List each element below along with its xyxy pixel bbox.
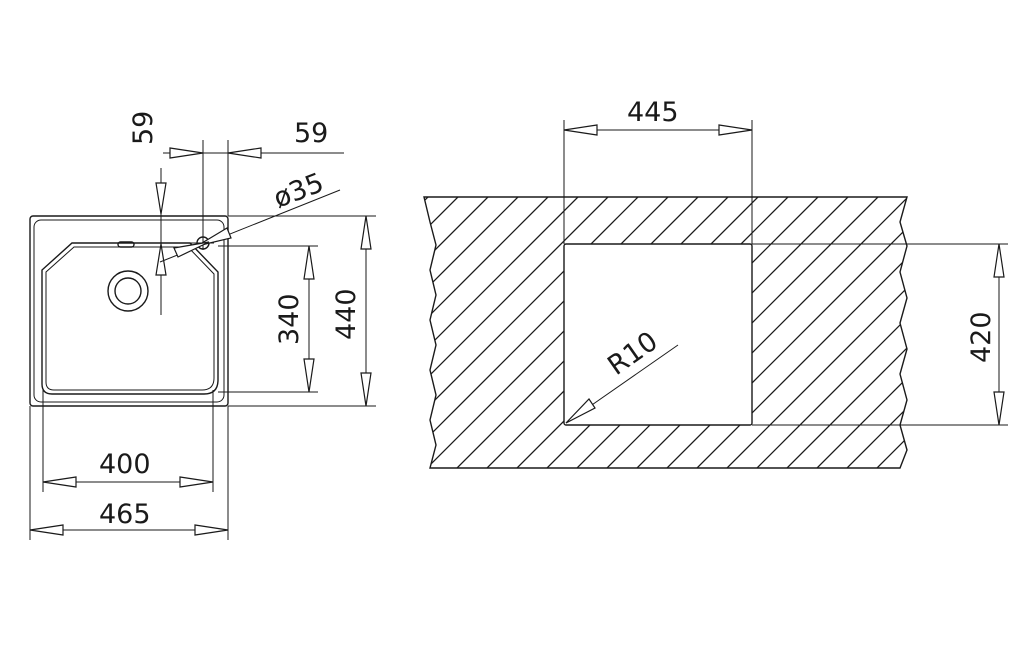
dim-cutout-depth-label: 420: [966, 311, 997, 363]
drain-outer-ring: [107, 270, 149, 312]
dim-340: 340: [218, 245, 318, 393]
dim-r10: R10: [565, 326, 679, 424]
sink-bowl-outline: [41, 242, 219, 395]
dim-465: 465: [29, 406, 229, 540]
arrow-59v-bottom: [155, 243, 167, 276]
arrow-440-bottom: [360, 372, 372, 407]
sink-rim-inner-edge: [33, 219, 225, 403]
arrow-420-top: [993, 243, 1005, 278]
dim-diameter-35: ø35: [159, 167, 341, 263]
sink-bowl-inner-outline: [45, 246, 215, 391]
arrow-340-bottom: [303, 358, 315, 393]
dim-440: 440: [228, 215, 376, 407]
drain-inner-ring: [114, 277, 142, 305]
countertop-hatching: [424, 197, 907, 468]
arrow-445-right: [718, 124, 753, 136]
overflow-slot: [117, 241, 135, 248]
dim-445: 445: [563, 97, 753, 244]
arrow-400-left: [42, 476, 77, 488]
arrow-dia-left: [173, 241, 210, 258]
arrow-59h-left: [169, 147, 204, 159]
arrow-440-top: [360, 215, 372, 250]
arrow-400-right: [179, 476, 214, 488]
dim-tap-offset-vertical-label: 59: [128, 111, 159, 145]
arrow-465-right: [194, 524, 229, 536]
dim-corner-radius-label: R10: [602, 326, 663, 382]
countertop-cutout-view: [423, 196, 908, 469]
arrow-420-bottom: [993, 391, 1005, 426]
dim-420: 420: [752, 243, 1008, 426]
dim-bowl-width-label: 400: [99, 449, 151, 480]
dim-59-horizontal: 59: [163, 118, 344, 250]
dim-tap-hole-diameter-label: ø35: [269, 167, 328, 214]
dim-overall-width-label: 465: [99, 499, 151, 530]
arrow-59v-top: [155, 182, 167, 215]
dim-overall-depth-label: 440: [331, 288, 362, 340]
countertop-outline: [423, 196, 908, 469]
sink-top-view: [29, 215, 229, 407]
arrow-465-left: [29, 524, 64, 536]
dim-400: 400: [42, 390, 214, 492]
arrow-r10: [565, 398, 596, 424]
dim-59-vertical: 59: [128, 111, 167, 315]
arrow-dia-right: [196, 227, 232, 247]
dim-cutout-width-label: 445: [627, 97, 679, 128]
dim-tap-offset-horizontal-label: 59: [294, 118, 328, 149]
sink-outer-rim: [29, 215, 229, 407]
arrow-59h-right: [227, 147, 262, 159]
arrow-445-left: [563, 124, 598, 136]
dim-bowl-depth-label: 340: [274, 293, 305, 345]
cutout-opening: [563, 243, 753, 426]
arrow-340-top: [303, 245, 315, 280]
